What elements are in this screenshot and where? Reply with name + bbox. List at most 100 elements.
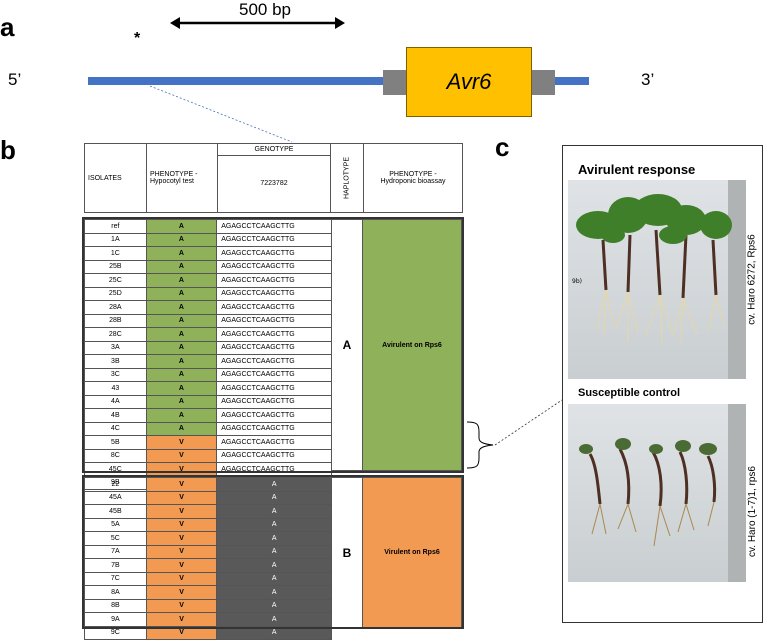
phenotype-cell: V	[145, 435, 218, 450]
gene-locus-line	[88, 77, 589, 85]
genotype-cell: A	[216, 531, 332, 546]
isolate-cell: 5B	[84, 435, 147, 450]
isolate-cell: 3A	[84, 340, 147, 355]
phenotype-cell: A	[145, 286, 218, 301]
scale-arrow	[170, 17, 345, 29]
isolate-cell: 1C	[84, 246, 147, 261]
phenotype-cell: A	[145, 421, 218, 436]
genotype-cell: A	[216, 504, 332, 519]
avirulent-title: Avirulent response	[578, 162, 696, 177]
phenotype-cell: A	[145, 259, 218, 274]
genotype-cell: AGAGCCTCAAGCTTG	[216, 408, 332, 423]
isolate-cell: 43	[84, 381, 147, 396]
isolate-cell: 4A	[84, 394, 147, 409]
header-isolates: ISOLATES	[84, 143, 147, 213]
isolate-cell: 28B	[84, 313, 147, 328]
isolate-cell: 25B	[84, 259, 147, 274]
avirulent-result-cell: Avirulent on Rps6	[362, 219, 462, 471]
panel-label-a: a	[0, 12, 15, 42]
avirulent-cultivar-box: cv. Haro 6272, Rps6	[745, 180, 759, 379]
isolate-cell: 25C	[84, 273, 147, 288]
isolate-cell: 22	[84, 477, 147, 492]
header-phenotype-hydroponic: PHENOTYPE - Hydroponic bioassay	[363, 143, 463, 213]
header-phenotype-hypocotyl: PHENOTYPE - Hypocotyl test	[146, 143, 218, 213]
genotype-cell: AGAGCCTCAAGCTTG	[216, 313, 332, 328]
gene-label: Avr6	[446, 69, 492, 94]
genotype-cell: A	[216, 490, 332, 505]
isolate-cell: 28A	[84, 300, 147, 315]
flank-box-right	[531, 70, 555, 95]
phenotype-cell: A	[145, 381, 218, 396]
susceptible-plants-drawing	[579, 404, 746, 582]
header-haplotype: HAPLOTYPE	[330, 143, 364, 213]
isolate-cell: 1A	[84, 232, 147, 247]
phenotype-cell: V	[145, 544, 218, 559]
isolate-cell: 4B	[84, 408, 147, 423]
five-prime-label: 5’	[8, 70, 22, 89]
avirulent-plants-drawing: 9b)	[572, 180, 746, 379]
phenotype-cell: A	[145, 273, 218, 288]
genotype-cell: A	[216, 517, 332, 532]
phenotype-cell: A	[145, 313, 218, 328]
phenotype-cell: V	[145, 612, 218, 627]
phenotype-cell: A	[145, 354, 218, 369]
scale-label: 500 bp	[239, 0, 291, 19]
genotype-cell: AGAGCCTCAAGCTTG	[216, 340, 332, 355]
avirulent-plants-photo: 9b)	[568, 180, 746, 379]
phenotype-cell: V	[145, 448, 218, 463]
panel-label-b: b	[0, 135, 16, 165]
phenotype-cell: A	[145, 327, 218, 342]
susceptible-cultivar-label: cv. Haro (1-7)1, rps6	[746, 466, 758, 557]
phenotype-cell: A	[145, 246, 218, 261]
haplotype-b-cell: B	[331, 477, 363, 628]
bracket-brace	[466, 421, 494, 469]
photo-tag: 9b)	[572, 278, 582, 285]
panel-label-c: c	[495, 132, 510, 162]
isolate-cell: 4C	[84, 421, 147, 436]
susceptible-cultivar-box: cv. Haro (1-7)1, rps6	[745, 404, 759, 619]
phenotype-cell: A	[145, 408, 218, 423]
group-a-outline	[82, 217, 464, 473]
susceptible-plants-photo	[568, 404, 746, 582]
genotype-cell: AGAGCCTCAAGCTTG	[216, 448, 332, 463]
phenotype-cell: V	[145, 558, 218, 573]
isolate-cell: 28C	[84, 327, 147, 342]
avr6-gene-box: Avr6	[406, 47, 532, 117]
snp-marker: *	[134, 30, 141, 47]
phenotype-cell: A	[145, 367, 218, 382]
genotype-cell: AGAGCCTCAAGCTTG	[216, 354, 332, 369]
susceptible-title: Susceptible control	[578, 387, 681, 399]
phenotype-cell: V	[145, 490, 218, 505]
avirulent-cultivar-label: cv. Haro 6272, Rps6	[746, 234, 758, 325]
three-prime-label: 3’	[641, 70, 655, 89]
header-position: 7223782	[217, 155, 331, 213]
phenotype-cell: A	[145, 394, 218, 409]
genotype-cell: A	[216, 544, 332, 559]
flank-box-left	[383, 70, 407, 95]
phenotype-cell: A	[145, 300, 218, 315]
phenotype-cell: A	[145, 219, 218, 234]
